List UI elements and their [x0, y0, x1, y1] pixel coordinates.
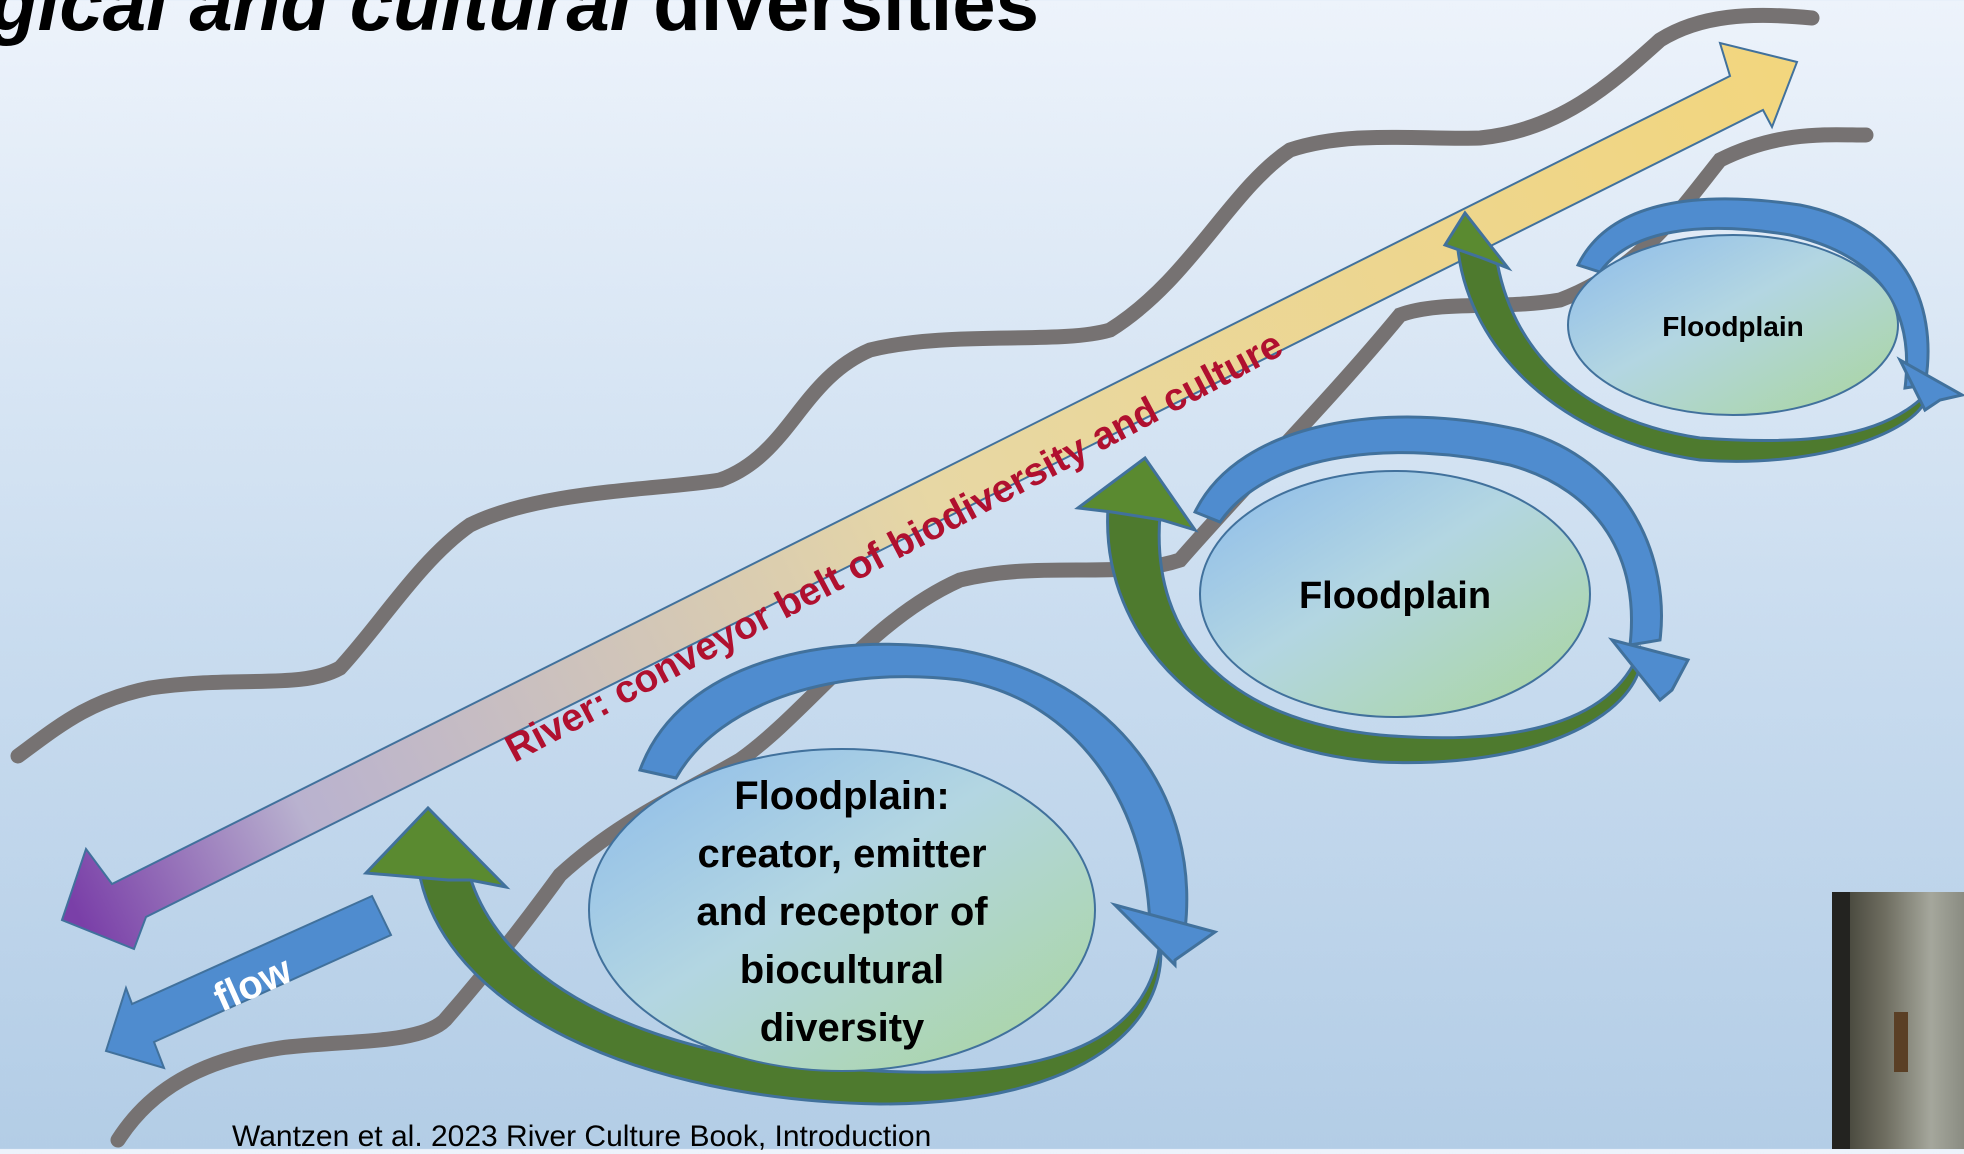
blue-cycle-arrow-medium [1192, 415, 1663, 647]
floodplain-large-line-3: and receptor of [696, 890, 988, 934]
floodplain-ellipse-small [1567, 234, 1899, 416]
floodplain-large-line-2: creator, emitter [697, 832, 986, 876]
blue-arrowhead-large [1109, 902, 1219, 969]
floodplain-ellipse-medium [1199, 470, 1591, 718]
floodplain-small-label: Floodplain [1662, 311, 1804, 342]
green-arrowhead-medium [1074, 455, 1199, 533]
river-conveyor-arrow [60, 41, 1799, 951]
title-italic-part: gical and cultural [0, 0, 632, 47]
floodplain-large-line-4: biocultural [740, 948, 944, 992]
webcam-video-thumbnail [1832, 892, 1964, 1149]
slide-title: gical and cultural diversities [0, 0, 1039, 48]
webcam-door-detail [1894, 1012, 1908, 1072]
floodplain-ellipse-large [588, 748, 1096, 1072]
citation: Wantzen et al. 2023 River Culture Book, … [232, 1120, 932, 1153]
blue-arrowhead-medium [1607, 637, 1691, 703]
flow-arrow [104, 894, 393, 1070]
green-arrowhead-small [1442, 210, 1513, 272]
floodplain-medium-label: Floodplain [1299, 575, 1491, 617]
upper-riverbank-line [10, 7, 1820, 764]
green-arrowhead-large [362, 805, 511, 890]
river-label: River: conveyor belt of biodiversity and… [498, 323, 1289, 771]
webcam-doorframe [1832, 892, 1850, 1149]
title-bold-part: diversities [631, 0, 1040, 47]
floodplain-large-line-1: Floodplain: [734, 774, 950, 818]
floodplain-large-line-5: diversity [760, 1006, 925, 1050]
blue-arrowhead-small [1896, 356, 1964, 413]
